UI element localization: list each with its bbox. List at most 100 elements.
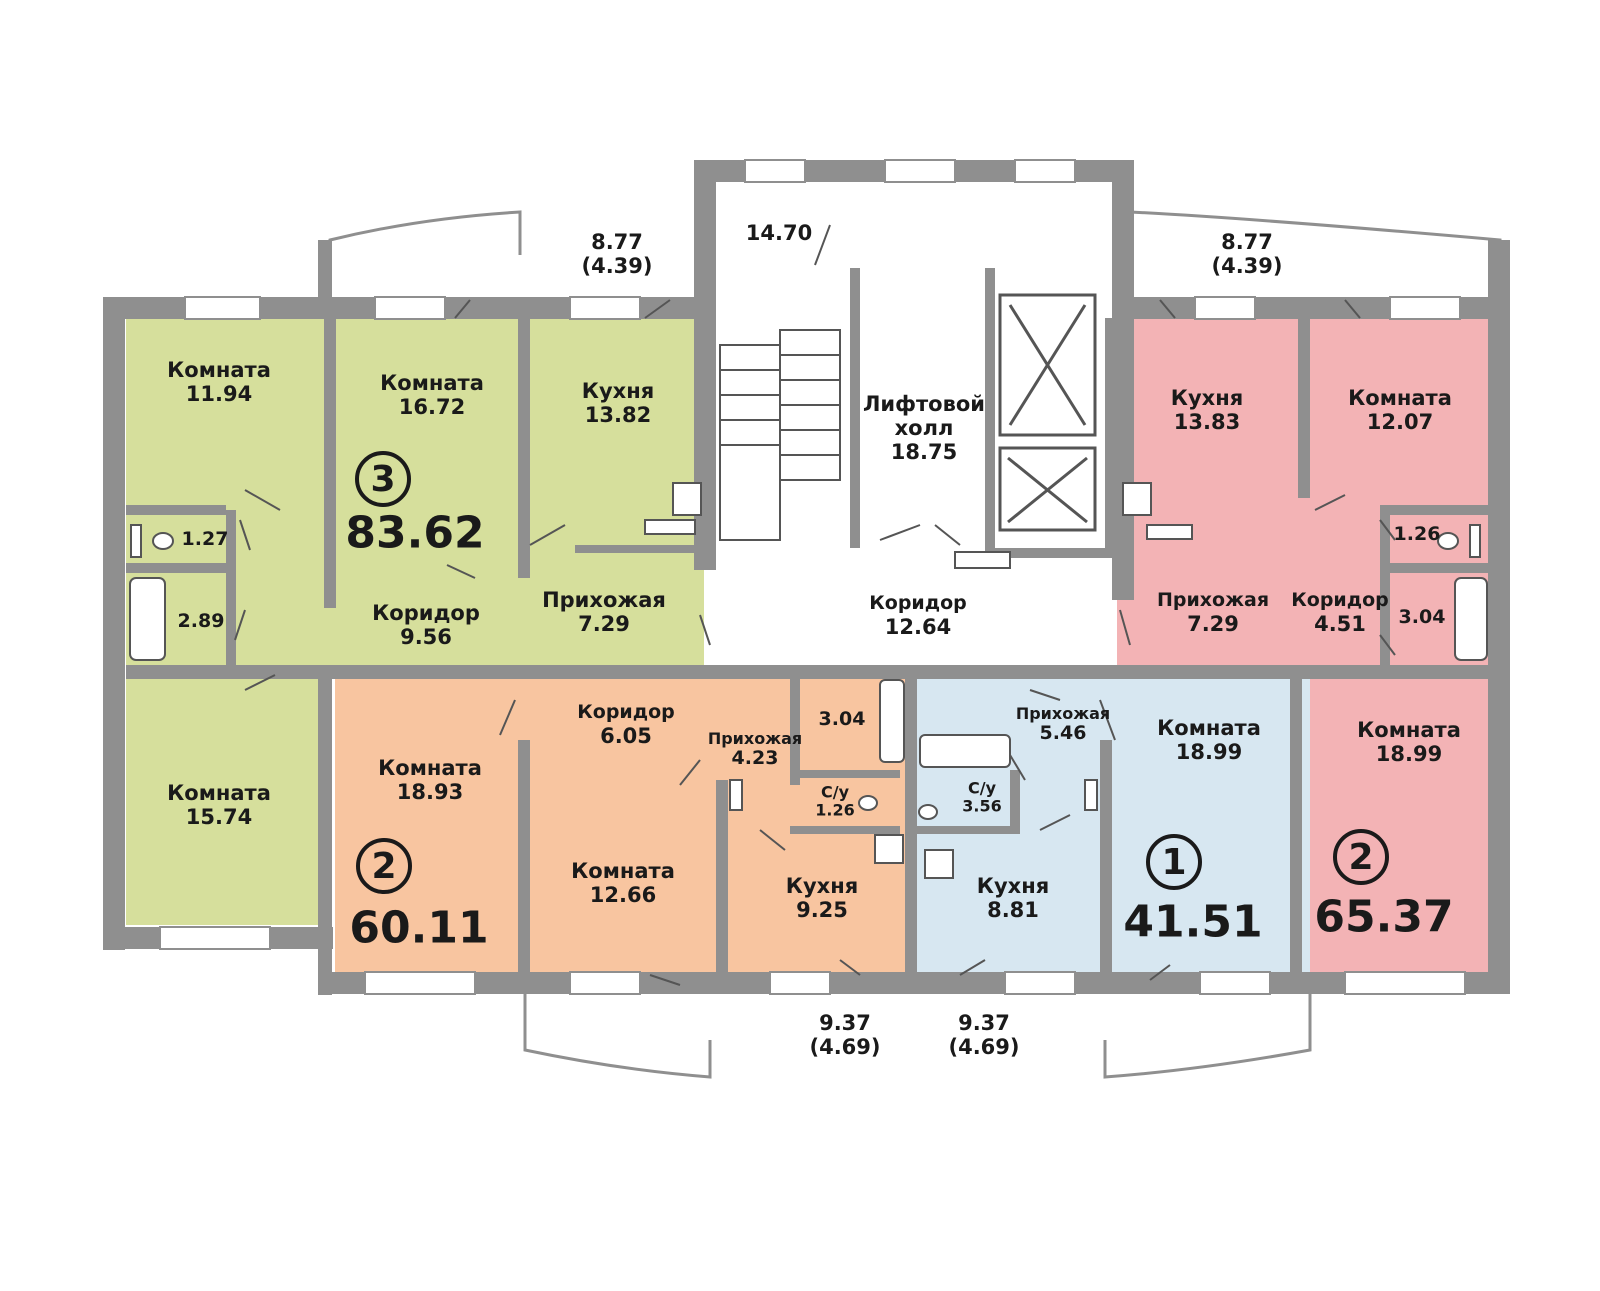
sinks [644,482,1193,879]
room-label-a2r-corridor: Коридор 4.51 [1291,589,1389,636]
room-area: 18.99 [1175,740,1243,764]
apartment-1-rooms-badge: 1 [1146,834,1202,890]
staircase [719,329,841,541]
room-label-a2l-hall: Прихожая 4.23 [707,728,803,770]
room-name: Комната [167,357,271,382]
balcony-reduced-area: (4.69) [948,1035,1020,1059]
room-area: 4.23 [731,747,779,770]
room-name: Прихожая [542,587,666,612]
room-name: Комната [1348,385,1452,410]
room-area: 18.99 [1375,742,1443,766]
room-label-a2l-wc: С/у 1.26 [815,782,855,821]
room-name: С/у [820,782,850,802]
room-name: Комната [167,780,271,805]
room-label-a3-room3: Комната 15.74 [167,781,271,829]
room-name: Комната [1357,717,1461,742]
balcony-area: 9.37 [958,1010,1010,1035]
room-label-a3-room1: Комната 11.94 [167,358,271,406]
windows [159,159,1466,995]
room-area: 18.75 [890,440,958,465]
room-name: Прихожая [1015,703,1111,723]
balcony-area: 9.37 [819,1010,871,1035]
room-area: 5.46 [1039,722,1087,745]
door-swings [234,224,1396,986]
bathtubs [129,577,1488,768]
room-area: 4.51 [1314,611,1366,636]
room-label-a3-bath: 2.89 [177,610,225,633]
room-name: Коридор [1291,589,1389,612]
room-label-a2l-bath: 3.04 [818,708,866,731]
room-area: 7.29 [1187,611,1239,636]
room-name: Прихожая [1156,589,1270,612]
elevator-shafts [998,293,1097,532]
room-label-common-corridor: Коридор 12.64 [869,592,967,639]
room-name: Лифтовой [862,391,986,416]
room-area: 3.56 [962,797,1002,816]
apartment-2-left-fill [335,675,910,972]
room-label-a1-kitchen: Кухня 8.81 [977,874,1049,922]
room-label-a2r-room1: Комната 12.07 [1348,386,1452,434]
room-name: Комната [378,755,482,780]
room-label-a2r-bath: 3.04 [1398,606,1446,629]
room-area: 6.05 [600,723,652,748]
apartment-2-left-rooms-badge: 2 [356,838,412,894]
balcony-label-top-right: 8.77 (4.39) [1211,230,1282,278]
room-area: 7.29 [578,612,630,636]
apartment-3-rooms-badge: 3 [355,451,411,507]
room-label-a2r-wc: 1.26 [1393,523,1441,546]
room-label-lift-hall: Лифтовой холл 18.75 [863,392,985,464]
toilets [130,524,1481,820]
apartment-1-total-area: 41.51 [1123,896,1263,948]
room-label-stair: 14.70 [745,220,813,245]
room-label-a1-room: Комната 18.99 [1157,716,1261,764]
room-name: Комната [1157,715,1261,740]
balcony-area: 8.77 [591,229,643,254]
room-name: Кухня [785,873,859,898]
room-label-a3-wc: 1.27 [181,528,229,551]
balcony-area: 8.77 [1221,229,1273,254]
room-name: Коридор [869,592,967,615]
room-label-a1-wc: С/у 3.56 [962,778,1002,817]
balcony-reduced-area: (4.69) [809,1035,881,1059]
room-name: Кухня [976,873,1050,898]
room-label-a3-room2: Комната 16.72 [380,371,484,419]
room-area: 8.81 [987,898,1039,922]
room-name: Кухня [581,378,655,403]
room-name: Прихожая [707,728,803,748]
balcony-label-bottom-left: 9.37 (4.69) [809,1011,880,1059]
room-label-a3-kitchen: Кухня 13.82 [582,379,654,427]
apartment-2-left-total-area: 60.11 [349,902,489,954]
room-area: 1.26 [815,801,855,820]
room-area: 18.93 [396,780,464,804]
room-label-a2l-kitchen: Кухня 9.25 [786,874,858,922]
apartment-2-right-total-area: 65.37 [1314,891,1454,943]
balcony-reduced-area: (4.39) [581,254,653,278]
room-name: Комната [571,858,675,883]
apartment-3-total-area: 83.62 [345,507,485,559]
room-area: 11.94 [185,382,253,406]
room-label-a1-hall: Прихожая 5.46 [1015,703,1111,745]
room-label-a3-corridor: Коридор 9.56 [372,601,480,649]
room-area: 12.64 [884,614,952,639]
room-label-a2r-kitchen: Кухня 13.83 [1171,386,1243,434]
room-label-a2l-room1: Комната 18.93 [378,756,482,804]
room-name: С/у [967,778,997,798]
room-name: Комната [380,370,484,395]
room-label-a2r-room2: Комната 18.99 [1357,718,1461,766]
room-area: 13.83 [1173,410,1241,434]
room-area: 15.74 [185,805,253,829]
room-label-a2r-hall: Прихожая 7.29 [1156,589,1270,636]
room-label-a2l-room2: Комната 12.66 [571,859,675,907]
room-area: 13.82 [584,403,652,427]
room-area: 9.56 [400,625,452,649]
room-name-line2: холл [894,415,954,440]
apartment-2-right-rooms-badge: 2 [1333,829,1389,885]
balcony-label-top-left: 8.77 (4.39) [581,230,652,278]
balcony-label-bottom-right: 9.37 (4.69) [948,1011,1019,1059]
room-label-a2l-corridor: Коридор 6.05 [577,701,675,748]
room-name: Коридор [372,600,480,625]
room-label-a3-hall: Прихожая 7.29 [542,588,666,636]
room-area: 12.07 [1366,410,1434,434]
room-area: 12.66 [589,883,657,907]
